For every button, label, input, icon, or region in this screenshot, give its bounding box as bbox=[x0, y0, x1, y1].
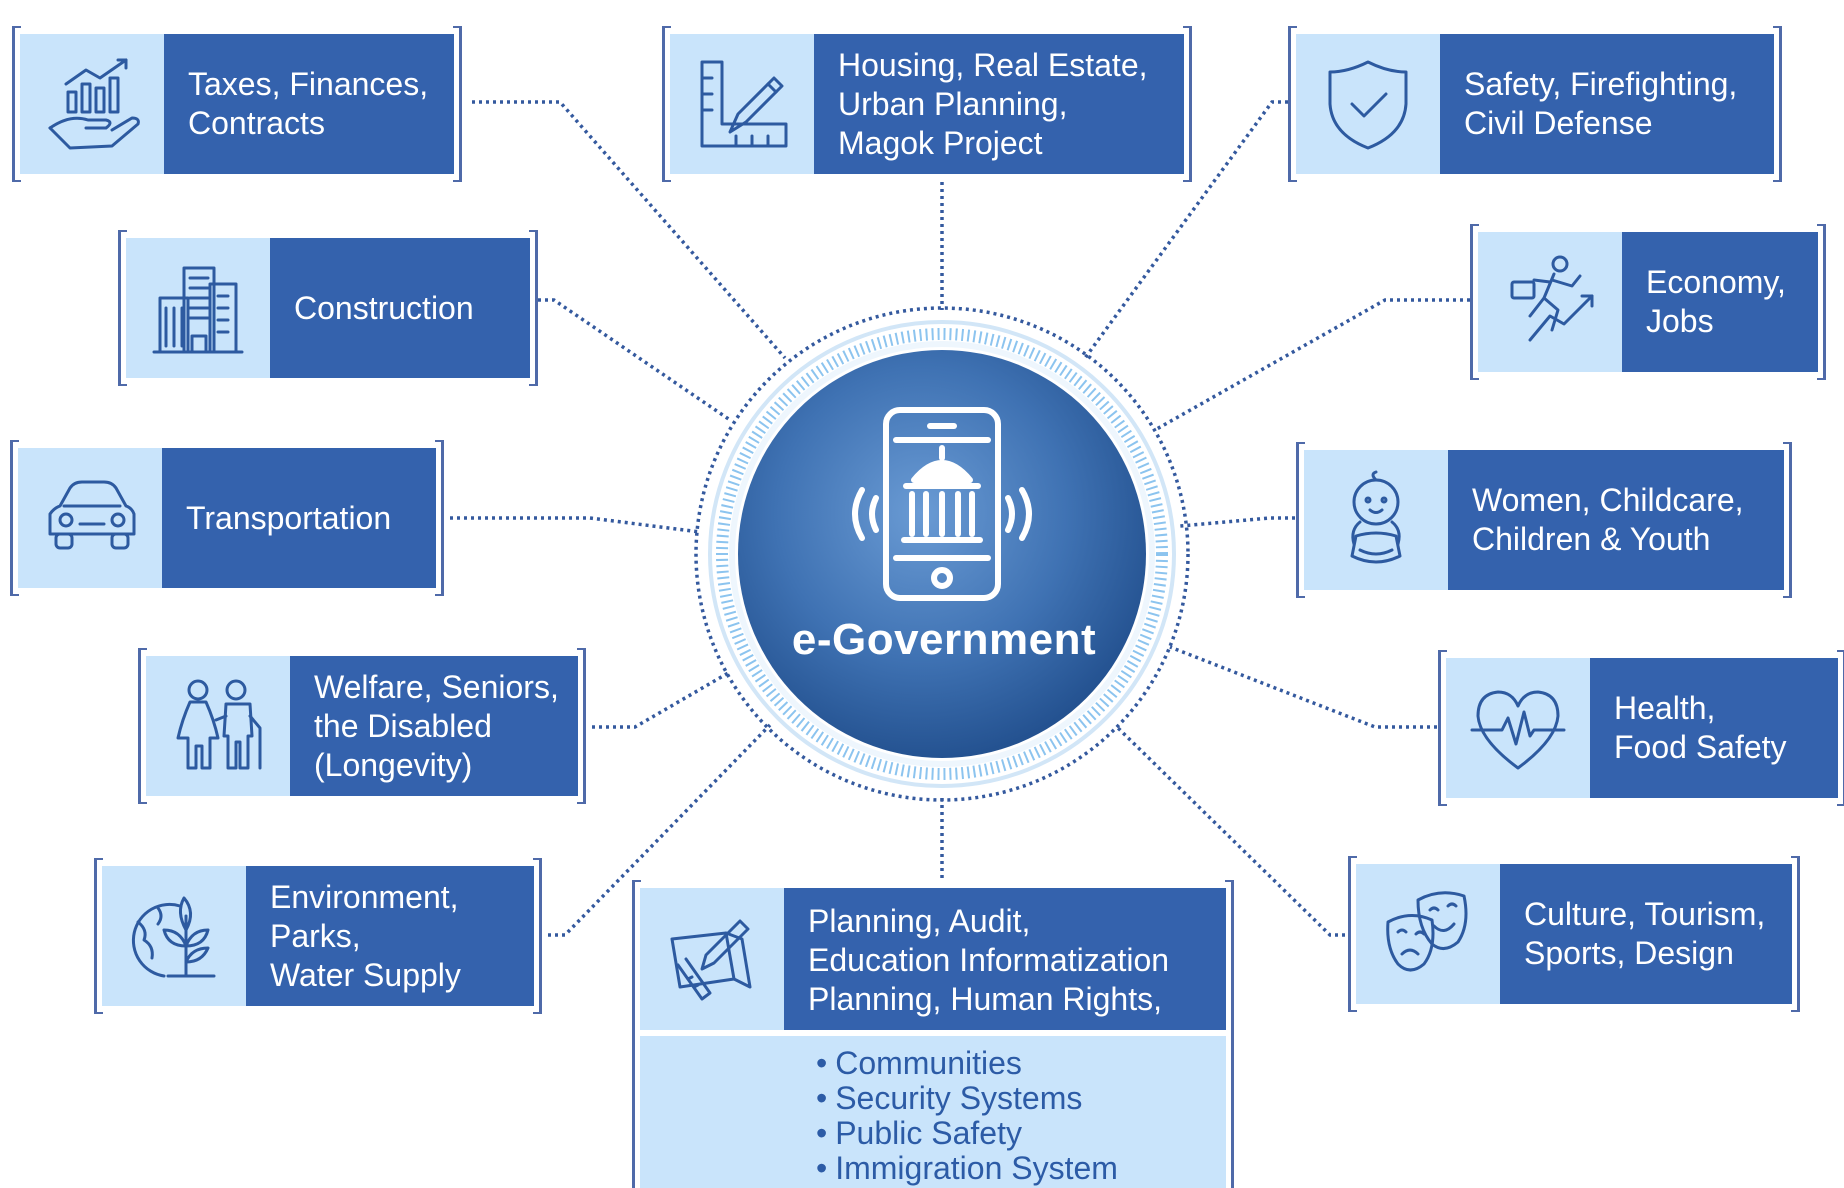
theater-masks-icon bbox=[1356, 864, 1500, 1004]
card-bracket-right bbox=[453, 26, 462, 182]
connector-lines bbox=[450, 100, 1470, 937]
hub-title: e-Government bbox=[791, 615, 1097, 664]
card-economy[interactable]: Economy, Jobs bbox=[1470, 224, 1826, 380]
card-bracket-right bbox=[435, 440, 444, 596]
connector-health bbox=[1169, 645, 1437, 729]
connector-construction bbox=[538, 298, 731, 422]
card-bracket-right bbox=[1783, 442, 1792, 598]
planning-list: Communities Security Systems Public Safe… bbox=[640, 1036, 1226, 1188]
smartphone-capitol-icon bbox=[852, 407, 1032, 601]
elderly-couple-icon bbox=[146, 656, 290, 796]
card-label: Culture, Tourism, Sports, Design bbox=[1500, 864, 1792, 1004]
card-construction[interactable]: Construction bbox=[118, 230, 538, 386]
card-label: Women, Childcare, Children & Youth bbox=[1448, 450, 1784, 590]
connector-economy bbox=[1154, 298, 1470, 432]
globe-plant-icon bbox=[102, 866, 246, 1006]
card-label: Transportation bbox=[162, 448, 436, 588]
connector-women bbox=[1179, 516, 1295, 528]
hand-chart-icon bbox=[20, 34, 164, 174]
card-label: Taxes, Finances, Contracts bbox=[164, 34, 454, 174]
card-planning[interactable]: Planning, Audit, Education Informatizati… bbox=[632, 880, 1234, 1188]
connector-culture bbox=[1116, 726, 1345, 937]
connector-welfare bbox=[592, 670, 731, 729]
card-bracket-right bbox=[1225, 880, 1234, 1188]
card-label: Health, Food Safety bbox=[1590, 658, 1838, 798]
shield-check-icon bbox=[1296, 34, 1440, 174]
list-item: Security Systems bbox=[816, 1081, 1226, 1116]
card-bracket-left bbox=[118, 230, 127, 386]
card-bracket-left bbox=[1348, 856, 1357, 1012]
card-bracket-left bbox=[662, 26, 671, 182]
hub-inner-ring bbox=[729, 341, 1155, 767]
card-bracket-right bbox=[529, 230, 538, 386]
baby-icon bbox=[1304, 450, 1448, 590]
card-bracket-right bbox=[1791, 856, 1800, 1012]
ruler-pencil-icon bbox=[670, 34, 814, 174]
card-bracket-right bbox=[1837, 650, 1844, 806]
card-environment[interactable]: Environment, Parks, Water Supply bbox=[94, 858, 542, 1014]
card-transportation[interactable]: Transportation bbox=[10, 440, 444, 596]
card-taxes[interactable]: Taxes, Finances, Contracts bbox=[12, 26, 462, 182]
list-item: Public Safety bbox=[816, 1116, 1226, 1151]
card-bracket-right bbox=[533, 858, 542, 1014]
connector-taxes bbox=[472, 100, 787, 360]
heart-pulse-icon bbox=[1446, 658, 1590, 798]
connector-environment bbox=[548, 723, 772, 937]
card-women[interactable]: Women, Childcare, Children & Youth bbox=[1296, 442, 1792, 598]
card-bracket-right bbox=[577, 648, 586, 804]
list-item: Immigration System bbox=[816, 1151, 1226, 1186]
card-culture[interactable]: Culture, Tourism, Sports, Design bbox=[1348, 856, 1800, 1012]
card-bracket-left bbox=[12, 26, 21, 182]
card-label: Safety, Firefighting, Civil Defense bbox=[1440, 34, 1774, 174]
card-bracket-left bbox=[632, 880, 641, 1188]
card-bracket-left bbox=[94, 858, 103, 1014]
card-label: Environment, Parks, Water Supply bbox=[246, 866, 534, 1006]
card-safety[interactable]: Safety, Firefighting, Civil Defense bbox=[1288, 26, 1782, 182]
card-label: Welfare, Seniors, the Disabled (Longevit… bbox=[290, 656, 578, 796]
card-bracket-right bbox=[1183, 26, 1192, 182]
climbing-person-icon bbox=[1478, 232, 1622, 372]
card-bracket-left bbox=[1438, 650, 1447, 806]
card-bracket-left bbox=[1296, 442, 1305, 598]
card-welfare[interactable]: Welfare, Seniors, the Disabled (Longevit… bbox=[138, 648, 586, 804]
card-bracket-left bbox=[138, 648, 147, 804]
buildings-icon bbox=[126, 238, 270, 378]
card-bracket-left bbox=[1288, 26, 1297, 182]
hub-dotted-ring bbox=[694, 306, 1190, 802]
card-label: Economy, Jobs bbox=[1622, 232, 1818, 372]
card-label: Housing, Real Estate, Urban Planning, Ma… bbox=[814, 34, 1184, 174]
connector-safety bbox=[1083, 100, 1288, 360]
card-bracket-right bbox=[1817, 224, 1826, 380]
hub bbox=[694, 306, 1190, 802]
list-item: Communities bbox=[816, 1046, 1226, 1081]
card-label: Construction bbox=[270, 238, 530, 378]
connector-transportation bbox=[450, 516, 701, 534]
hub-disc bbox=[738, 350, 1146, 758]
car-icon bbox=[18, 448, 162, 588]
card-bracket-left bbox=[10, 440, 19, 596]
hub-tick-ring bbox=[716, 328, 1168, 780]
planning-header: Planning, Audit, Education Informatizati… bbox=[640, 888, 1226, 1030]
card-bracket-left bbox=[1470, 224, 1479, 380]
card-housing[interactable]: Housing, Real Estate, Urban Planning, Ma… bbox=[662, 26, 1192, 182]
drafting-icon bbox=[640, 888, 784, 1030]
card-health[interactable]: Health, Food Safety bbox=[1438, 650, 1844, 806]
card-label: Planning, Audit, Education Informatizati… bbox=[784, 888, 1226, 1030]
card-bracket-right bbox=[1773, 26, 1782, 182]
